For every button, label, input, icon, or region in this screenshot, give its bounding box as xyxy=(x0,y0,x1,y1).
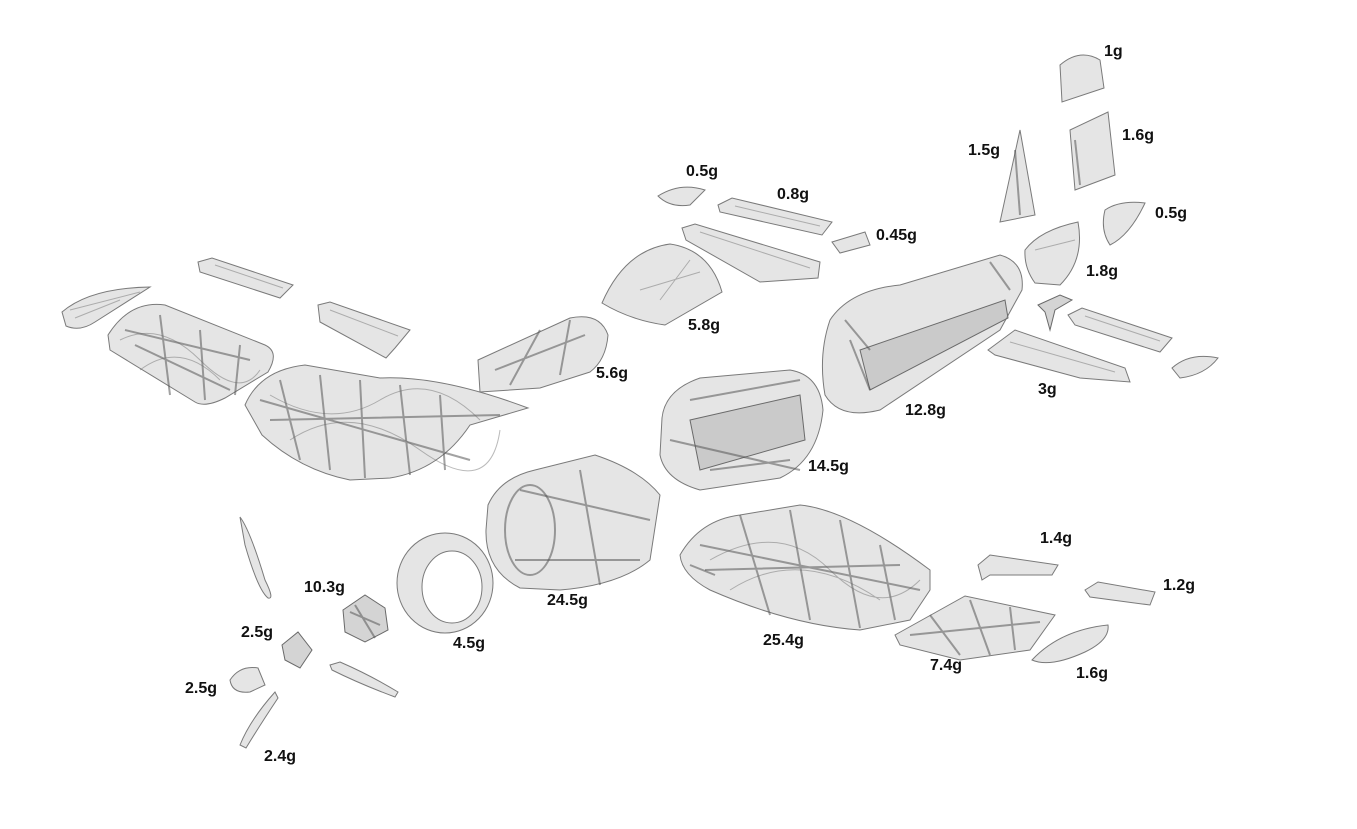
weight-label-stabilizer: 3g xyxy=(1038,381,1057,398)
weight-label-tail-cone: 1.8g xyxy=(1086,263,1119,280)
weight-label-rear-fuselage: 12.8g xyxy=(905,402,946,419)
stabilizer-left-part xyxy=(681,223,821,283)
rudder-part xyxy=(1069,111,1116,191)
weight-label-spinner: 2.5g xyxy=(185,680,218,697)
cowl-ring-part xyxy=(396,532,494,634)
right-inner-wing-part xyxy=(679,504,931,631)
left-outer-wing-part xyxy=(107,303,274,405)
weight-label-fin: 1.5g xyxy=(968,142,1001,159)
right-outer-wing-part xyxy=(894,595,1056,661)
weight-label-rudder: 1.6g xyxy=(1122,127,1155,144)
tail-wheel-part xyxy=(1037,294,1074,332)
nose-fairing-part xyxy=(477,316,609,393)
weight-label-prop-hub: 2.5g xyxy=(241,624,274,641)
weight-label-right-inner-wing: 25.4g xyxy=(763,632,804,649)
left-wingtip-part xyxy=(61,286,152,329)
weight-label-tail-tip: 0.5g xyxy=(1155,205,1188,222)
weight-label-right-aileron-inner: 1.4g xyxy=(1040,530,1073,547)
left-inner-wing-part xyxy=(244,364,530,481)
right-aileron-inner-part xyxy=(977,554,1059,581)
weight-label-small-tab: 0.45g xyxy=(876,227,917,244)
weight-label-right-wingtip: 1.6g xyxy=(1076,665,1109,682)
right-wingtip-part xyxy=(1031,624,1109,664)
elevator-strip-part xyxy=(717,197,833,236)
weight-label-motor: 10.3g xyxy=(304,579,345,596)
motor-part xyxy=(342,594,389,643)
weight-label-mid-fuselage: 14.5g xyxy=(808,458,849,475)
tail-cone-part xyxy=(1024,221,1081,286)
mid-fuselage-part xyxy=(659,369,824,491)
small-hatch-part xyxy=(657,186,706,207)
weight-label-right-outer-wing: 7.4g xyxy=(930,657,963,674)
weight-label-canopy: 5.8g xyxy=(688,317,721,334)
fin-part xyxy=(999,129,1036,223)
prop-blade-top-part xyxy=(239,516,272,599)
right-aileron-outer-part xyxy=(1084,581,1156,606)
prop-hub-part xyxy=(281,631,313,669)
prop-blade-bottom-part xyxy=(239,691,279,749)
weight-label-prop-blade: 2.4g xyxy=(264,748,297,765)
weight-label-hatch: 0.5g xyxy=(686,163,719,180)
rear-fuselage-part xyxy=(821,254,1023,414)
weight-label-front-fuselage: 24.5g xyxy=(547,592,588,609)
weight-label-nose-fairing: 5.6g xyxy=(596,365,629,382)
left-aileron-outer-part xyxy=(197,257,294,299)
tab-small-part xyxy=(831,231,871,254)
left-aileron-inner-part xyxy=(317,301,411,359)
weight-label-right-aileron-outer: 1.2g xyxy=(1163,577,1196,594)
tail-tip-part xyxy=(1102,201,1146,246)
front-fuselage-part xyxy=(485,454,661,591)
weight-label-cowl: 4.5g xyxy=(453,635,486,652)
rudder-top-part xyxy=(1059,54,1105,103)
stabilizer-right-part xyxy=(1067,307,1173,353)
canopy-part xyxy=(601,243,723,326)
weight-label-elevator-strip: 0.8g xyxy=(777,186,810,203)
stabilizer-left-tail-part xyxy=(987,329,1131,383)
weight-label-rudder-top: 1g xyxy=(1104,43,1123,60)
prop-blade-right-part xyxy=(329,661,399,698)
spinner-part xyxy=(229,667,266,693)
stabilizer-tip-part xyxy=(1171,355,1219,379)
